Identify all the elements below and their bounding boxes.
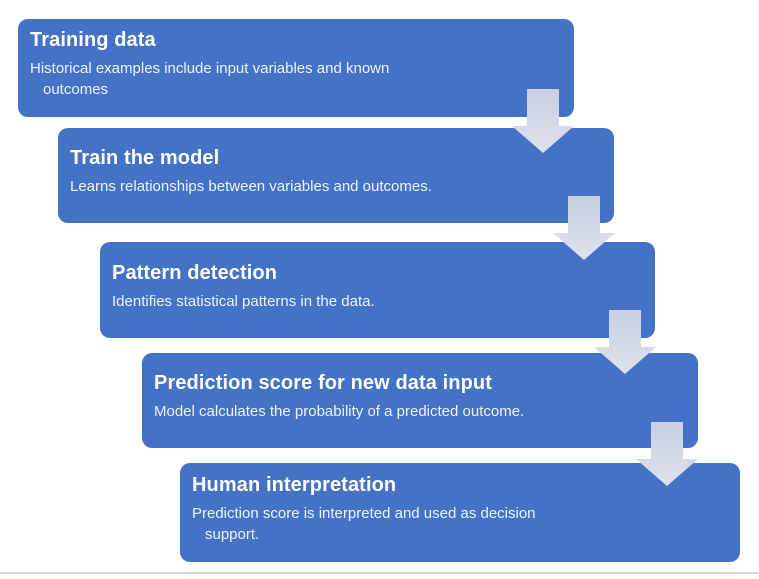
step-box-training-data: Training data Historical examples includ…: [18, 19, 574, 117]
step-description-line: Prediction score is interpreted and used…: [192, 504, 536, 522]
step-description: Identifies statistical patterns in the d…: [112, 291, 641, 312]
step-description: Model calculates the probability of a pr…: [154, 401, 684, 422]
step-description: Learns relationships between variables a…: [70, 176, 600, 197]
step-description-line: Historical examples include input variab…: [30, 60, 390, 77]
down-arrow-icon: [553, 196, 615, 260]
down-arrow-icon: [594, 310, 656, 374]
step-description-line: Learns relationships between variables a…: [70, 178, 432, 195]
step-title: Human interpretation: [192, 473, 397, 496]
down-arrow-icon: [636, 422, 698, 486]
step-description-line: Identifies statistical patterns in the d…: [112, 292, 375, 310]
step-box-human-interpretation: Human interpretation Prediction score is…: [180, 463, 740, 562]
step-description-line: support.: [205, 525, 260, 543]
step-title: Prediction score for new data input: [154, 372, 492, 394]
step-description-line: outcomes: [43, 81, 109, 98]
step-box-prediction-score: Prediction score for new data input Mode…: [142, 353, 698, 448]
step-title: Training data: [30, 29, 156, 51]
step-title: Pattern detection: [112, 261, 278, 284]
step-description-line: Model calculates the probability of a pr…: [154, 403, 525, 420]
step-box-train-the-model: Train the model Learns relationships bet…: [58, 128, 614, 223]
down-arrow-icon: [512, 89, 574, 153]
bottom-divider-line: [0, 572, 759, 574]
step-description: Prediction score is interpreted and used…: [192, 503, 726, 545]
step-description: Historical examples include input variab…: [30, 58, 560, 100]
step-box-pattern-detection: Pattern detection Identifies statistical…: [100, 242, 655, 338]
step-title: Train the model: [70, 147, 220, 169]
